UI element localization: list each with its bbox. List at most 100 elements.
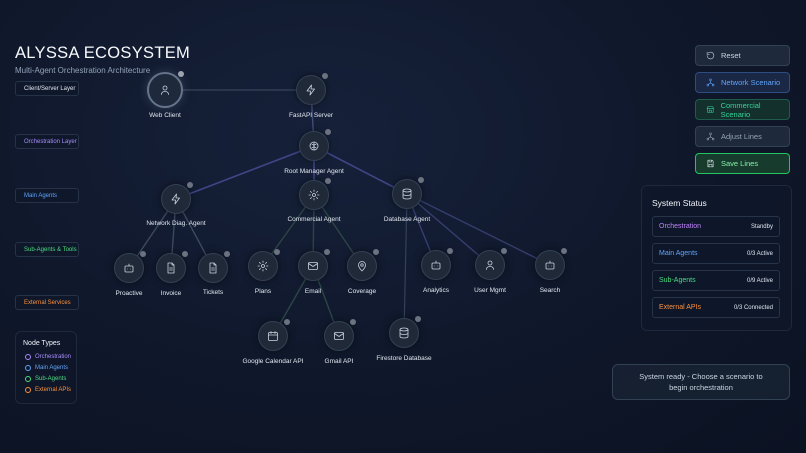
layer-label-main-agents: Main Agents — [15, 188, 79, 203]
layer-label-client-server: Client/Server Layer — [15, 81, 79, 96]
node-label-network-diag-agent: Network Diag. Agent — [146, 220, 206, 227]
reset-icon — [706, 51, 715, 60]
commercial-scenario-label: Commercial Scenario — [720, 100, 761, 119]
status-row-orchestration: Orchestration Standby — [652, 216, 780, 237]
node-status-dot — [325, 129, 331, 135]
node-label-user-mgmt: User Mgmt — [474, 287, 506, 294]
node-user-mgmt[interactable] — [475, 248, 507, 280]
node-status-dot — [418, 177, 424, 183]
page-title: ALYSSA ECOSYSTEM — [15, 44, 191, 62]
node-label-root-manager-agent: Root Manager Agent — [284, 168, 344, 175]
node-analytics[interactable] — [421, 248, 453, 280]
network-icon — [706, 132, 715, 141]
node-tickets[interactable] — [198, 251, 230, 283]
adjust-lines-label: Adjust Lines — [721, 132, 762, 141]
file-icon — [209, 262, 217, 274]
edge-root-network — [175, 145, 315, 200]
node-label-proactive: Proactive — [115, 290, 143, 297]
legend-marker — [25, 376, 31, 382]
reset-button[interactable]: Reset — [695, 45, 790, 66]
node-status-dot — [373, 249, 379, 255]
node-status-dot — [140, 251, 146, 257]
edge-database-usermgmt — [406, 193, 491, 266]
status-value: 0/3 Connected — [733, 304, 773, 311]
node-status-dot — [350, 319, 356, 325]
node-invoice[interactable] — [156, 251, 188, 283]
node-proactive[interactable] — [114, 251, 146, 283]
node-status-dot — [324, 249, 330, 255]
legend-label: Orchestration — [35, 354, 72, 360]
page-subtitle: Multi-Agent Orchestration Architecture — [15, 66, 151, 75]
node-search[interactable] — [535, 248, 567, 280]
node-label-fastapi-server: FastAPI Server — [288, 112, 334, 119]
brain-icon — [309, 141, 319, 151]
status-value: Standby — [750, 223, 773, 230]
legend-label: External APIs — [35, 387, 72, 393]
bot-icon — [545, 260, 555, 270]
network-scenario-label: Network Scenario — [721, 78, 781, 87]
node-status-dot — [178, 71, 184, 77]
commercial-scenario-button[interactable]: Commercial Scenario — [695, 99, 790, 120]
node-types-legend: Node Types Orchestration Main Agents Sub… — [15, 331, 77, 404]
database-icon — [402, 188, 412, 200]
node-label-database-agent: Database Agent — [383, 216, 431, 223]
node-web-client[interactable] — [147, 71, 184, 108]
node-google-calendar-api[interactable] — [258, 319, 290, 351]
mail-icon — [308, 262, 318, 270]
edge-root-database — [313, 145, 408, 195]
adjust-lines-button[interactable]: Adjust Lines — [695, 126, 790, 147]
network-scenario-button[interactable]: Network Scenario — [695, 72, 790, 93]
legend-label: Main Agents — [35, 365, 69, 371]
legend-item-orchestration: Orchestration — [25, 354, 71, 360]
gear-icon — [308, 189, 320, 201]
node-label-invoice: Invoice — [160, 290, 182, 297]
node-status-dot — [187, 182, 193, 188]
node-label-google-calendar-api: Google Calendar API — [242, 358, 304, 365]
calendar-icon — [268, 331, 278, 341]
node-root-manager-agent[interactable] — [299, 129, 331, 161]
bot-icon — [124, 263, 134, 273]
node-label-tickets: Tickets — [202, 289, 224, 296]
legend-item-sub-agents: Sub-Agents — [25, 376, 66, 382]
legend-label: Sub-Agents — [35, 376, 67, 382]
layer-label-external-services: External Services — [15, 295, 79, 310]
node-status-dot — [501, 248, 507, 254]
legend-item-external-apis: External APIs — [25, 387, 71, 393]
system-status-panel: System Status Orchestration Standby Main… — [641, 185, 792, 331]
node-database-agent[interactable] — [392, 177, 424, 209]
node-network-diag-agent[interactable] — [161, 182, 193, 214]
gear-icon — [257, 260, 269, 272]
legend-title: Node Types — [23, 340, 61, 347]
node-firestore-database[interactable] — [389, 316, 421, 348]
node-label-plans: Plans — [254, 288, 272, 295]
node-plans[interactable] — [248, 249, 280, 281]
node-status-dot — [224, 251, 230, 257]
layer-label-sub-agents: Sub-Agents & Tools — [15, 242, 79, 257]
node-label-gmail-api: Gmail API — [324, 358, 354, 365]
edge-database-firestore — [403, 193, 408, 334]
node-commercial-agent[interactable] — [299, 178, 331, 210]
save-lines-button[interactable]: Save Lines — [695, 153, 790, 174]
file-icon — [167, 262, 175, 274]
status-row-main-agents: Main Agents 0/3 Active — [652, 243, 780, 264]
legend-marker — [25, 354, 31, 360]
node-email[interactable] — [298, 249, 330, 281]
pin-icon — [358, 261, 366, 272]
save-lines-label: Save Lines — [721, 159, 759, 168]
layer-label-orchestration: Orchestration Layer — [15, 134, 79, 149]
node-status-dot — [447, 248, 453, 254]
status-label: Orchestration — [659, 223, 702, 230]
node-status-dot — [561, 248, 567, 254]
user-icon — [486, 260, 494, 270]
node-fastapi-server[interactable] — [296, 73, 328, 105]
legend-marker — [25, 365, 31, 371]
node-coverage[interactable] — [347, 249, 379, 281]
bolt-icon — [306, 84, 315, 96]
legend-marker — [25, 387, 31, 393]
node-label-email: Email — [304, 288, 322, 295]
node-label-coverage: Coverage — [347, 288, 377, 295]
status-message: System ready - Choose a scenario to begi… — [612, 364, 790, 400]
node-label-firestore-database: Firestore Database — [376, 355, 432, 362]
status-row-sub-agents: Sub-Agents 0/9 Active — [652, 270, 780, 291]
node-gmail-api[interactable] — [324, 319, 356, 351]
